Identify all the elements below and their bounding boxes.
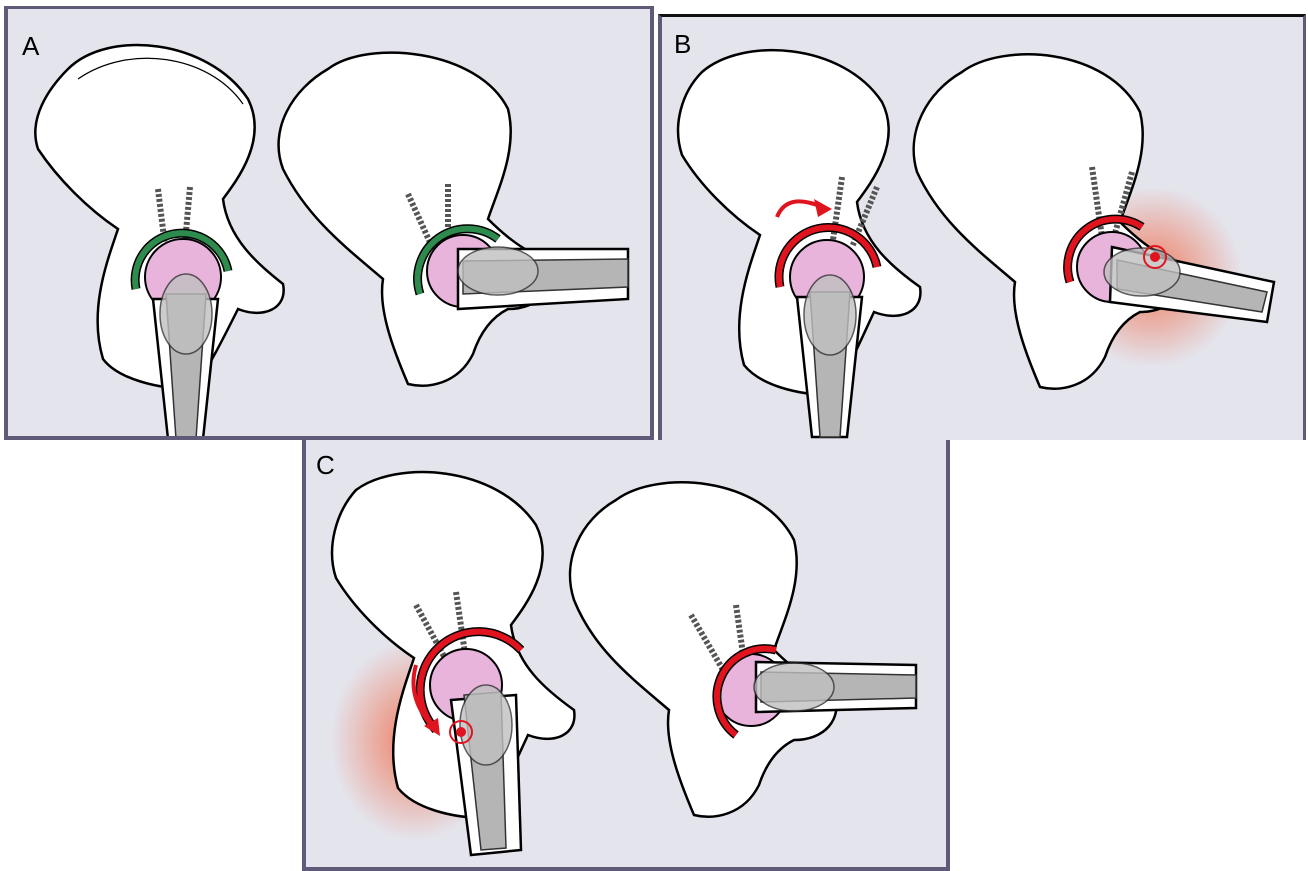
stem-neck — [160, 274, 212, 354]
pelvis-outline — [570, 482, 837, 816]
pelvis-outline — [279, 53, 551, 386]
stem-neck — [460, 685, 512, 765]
panel-b: B — [658, 14, 1306, 440]
pelvis-outline — [678, 50, 920, 395]
hip-neutral — [678, 50, 920, 437]
hip-neutral — [35, 45, 283, 439]
panel-b-illustration — [662, 17, 1306, 440]
panel-c-illustration — [306, 440, 950, 871]
hip-extended — [331, 472, 574, 855]
hip-flexed — [570, 482, 916, 816]
panel-a-illustration — [8, 9, 654, 440]
stem-neck — [1104, 248, 1180, 296]
panel-a: A — [4, 6, 654, 440]
impingement-target-dot — [1150, 252, 1160, 262]
hip-flexed — [279, 53, 628, 386]
stem-neck — [754, 663, 834, 711]
hip-flexed — [914, 54, 1274, 388]
stem-neck — [804, 275, 856, 355]
stem-neck — [458, 247, 538, 295]
impingement-target-dot — [456, 727, 466, 737]
panel-c: C — [302, 440, 950, 871]
